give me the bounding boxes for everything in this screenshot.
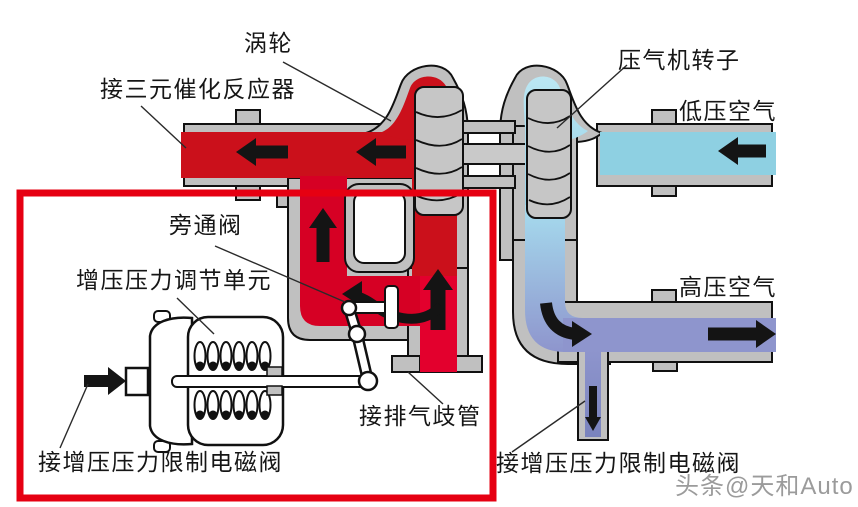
linkage-joint-2 (347, 324, 367, 344)
elbow-flow-arrow-body (540, 302, 577, 340)
bypass-valve-leader (214, 245, 346, 303)
leader-lines (59, 61, 628, 453)
regulator-leader (176, 297, 215, 335)
label-bypass-valve: 旁通阀 (169, 212, 243, 238)
solenoid-right-leader (511, 400, 586, 453)
label-exhaust-manifold: 接排气歧管 (359, 403, 482, 429)
bypass-chamber-interior (300, 176, 457, 326)
exhaust-flow-arrow-2 (356, 138, 406, 166)
exhaust-flow-arrow-1 (236, 138, 288, 166)
turbine-leader (282, 61, 392, 122)
watermark: 头条@天和Auto (675, 473, 854, 500)
elbow-flow-arrowhead (572, 321, 592, 347)
lp-air-flow-arrow (718, 137, 766, 165)
actuator-port (124, 366, 150, 397)
compressor-rotor-leader (556, 64, 628, 129)
left-passage-up-arrow (309, 208, 337, 262)
label-high-pressure-air: 高压空气 (679, 274, 777, 300)
valve-head (384, 285, 399, 329)
actuator-spring-ends (195, 361, 270, 420)
branch-down-arrow (585, 386, 601, 431)
solenoid-left-leader (59, 383, 89, 449)
linkage-joint-3 (357, 370, 379, 392)
bypass-flow-arrowhead (342, 281, 362, 307)
highlight-box (16, 189, 497, 502)
label-boost-regulator: 增压压力调节单元 (76, 267, 272, 293)
label-low-pressure-air: 低压空气 (679, 98, 777, 124)
manifold-flange-right (453, 355, 483, 373)
label-turbine: 涡轮 (244, 30, 293, 56)
hp-air-flow-arrow (708, 320, 776, 348)
manifold-leader (407, 371, 444, 405)
boost-pressure-actuator (84, 310, 371, 453)
label-catalytic: 接三元催化反应器 (100, 76, 296, 102)
wastegate-valve-linkage (340, 285, 399, 392)
flow-arrows (236, 137, 776, 431)
label-solenoid-right: 接增压压力限制电磁阀 (496, 450, 741, 476)
catalytic-leader (140, 105, 187, 149)
actuator-inlet-arrow (84, 367, 126, 395)
linkage-joint-1 (340, 299, 358, 317)
label-compressor-rotor: 压气机转子 (618, 47, 741, 73)
label-solenoid-left: 接增压压力限制电磁阀 (38, 449, 283, 475)
turbine-rotor (414, 86, 464, 216)
bearing-housing-bottom (462, 175, 516, 189)
manifold-flange-left (391, 355, 421, 373)
chamber-window (344, 183, 415, 273)
bearing-housing-top (462, 120, 516, 134)
compressor-rotor (526, 89, 572, 219)
